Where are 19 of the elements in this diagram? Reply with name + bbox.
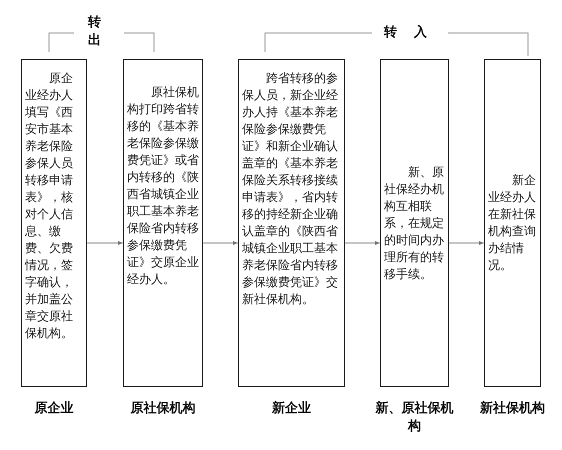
step-text: 原社保机构打印跨省转移的《基本养老保险参保缴费凭证》或省内转移的《陕西省城镇企业职工基本养老保险省内转移参保缴费凭证》交原企业经办人。 [127,84,199,288]
step-text: 原企业经办人填写《西安市基本养老保险参保人员转移申请表》，核对个人信息、缴费、欠费情况，签字确认，并加盖公章交原社保机构。 [25,70,74,342]
process-box [484,59,541,387]
process-box [21,59,87,387]
process-box [380,59,449,387]
arrow [202,241,238,245]
party-label: 新社保机构 [479,400,546,418]
arrow [448,241,484,245]
party-label: 新企业 [271,400,312,418]
party-label: 新、原社保机构 [374,400,454,436]
step-text: 新企业经办人在新社保机构查询办结情况。 [488,172,537,274]
process-box [123,59,203,387]
step-text: 跨省转移的参保人员，新企业经办人持《基本养老保险参保缴费凭证》和新企业确认盖章的《基本养老保险关系转移接续申请表》，省内转移的持经新企业确认盖章的《陕西省城镇企业职工基本养老保险省内转移参保缴费凭证》交新社保机构。 [242,70,339,308]
arrow [344,241,380,245]
step-text: 新、原社保经办机构互相联系，在规定的时间内办理所有的转移手续。 [384,164,445,282]
party-label: 原企业 [34,400,74,418]
process-box [238,59,345,387]
arrow [86,241,124,245]
party-label: 原社保机构 [130,400,196,418]
